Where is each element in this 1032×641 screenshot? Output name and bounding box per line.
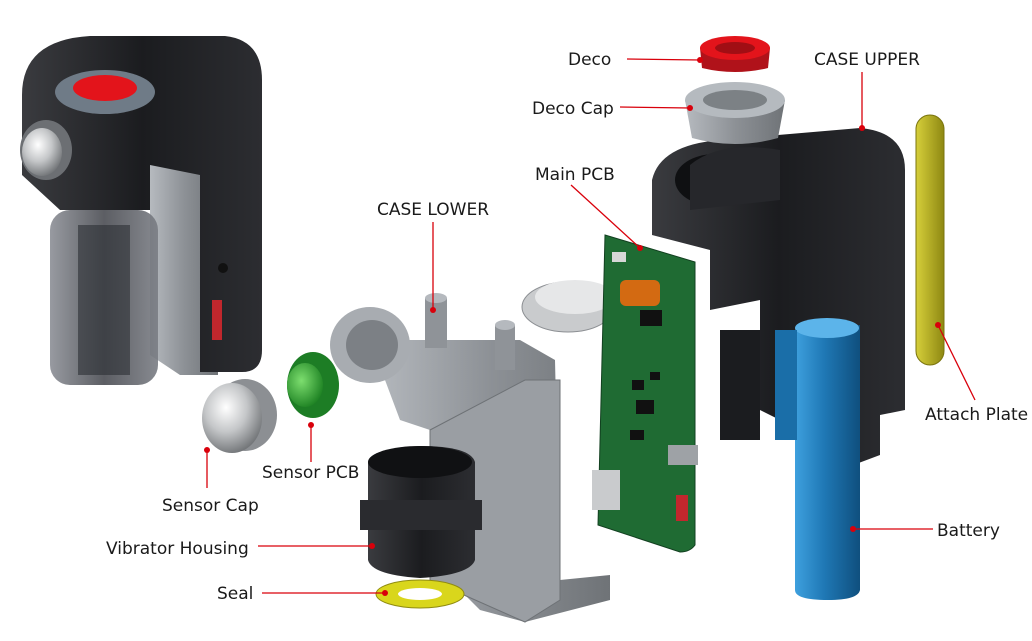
label-battery: Battery	[937, 521, 1000, 541]
sensor-cap-part	[202, 379, 277, 453]
deco-cap-part	[685, 82, 785, 144]
label-main-pcb: Main PCB	[535, 165, 615, 185]
label-deco-cap: Deco Cap	[532, 99, 614, 119]
main-pcb-part	[592, 234, 698, 553]
label-attach-plate: Attach Plate	[925, 405, 1028, 425]
battery-part	[775, 318, 860, 600]
label-case-lower: CASE LOWER	[377, 200, 489, 220]
attach-plate-part	[915, 114, 945, 366]
label-case-upper: CASE UPPER	[814, 50, 920, 70]
assembled-device-illustration	[20, 36, 262, 385]
vibrator-disk-part	[521, 280, 615, 333]
vibrator-housing-part	[360, 446, 482, 578]
leader-dots	[204, 57, 941, 596]
leader-main-pcb	[570, 184, 641, 249]
label-seal: Seal	[217, 584, 253, 604]
sensor-pcb-part	[287, 352, 339, 418]
label-sensor-pcb: Sensor PCB	[262, 463, 359, 483]
deco-part	[700, 36, 770, 72]
seal-part	[375, 579, 465, 609]
leader-deco-cap	[619, 106, 691, 109]
label-deco: Deco	[568, 50, 611, 70]
leader-deco	[626, 58, 701, 61]
leader-lines	[206, 58, 976, 594]
leader-attach-plate	[937, 324, 976, 401]
label-sensor-cap: Sensor Cap	[162, 496, 259, 516]
label-vibrator-housing: Vibrator Housing	[106, 539, 249, 559]
